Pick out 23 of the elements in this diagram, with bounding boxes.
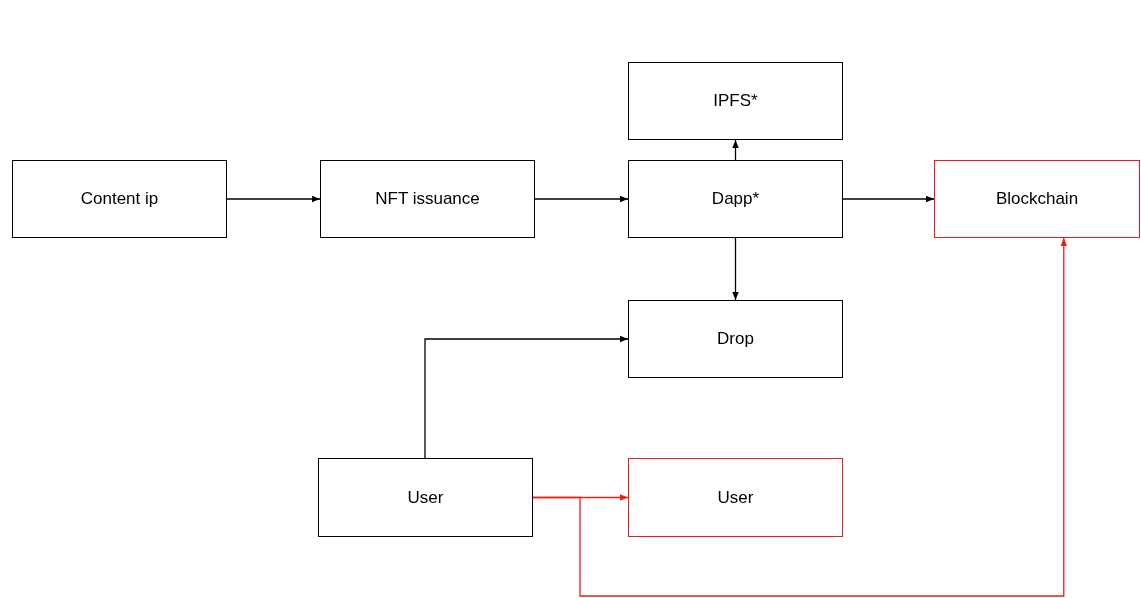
arrow — [534, 195, 629, 203]
box-label: User — [407, 487, 444, 508]
arrow — [842, 195, 935, 203]
process-box — [318, 458, 533, 537]
process-box — [934, 160, 1140, 238]
process-box — [628, 300, 843, 378]
box-label: Content ip — [80, 189, 159, 209]
box-label: NFT issuance — [375, 189, 480, 209]
process-box — [320, 160, 535, 238]
arrow — [424, 335, 629, 459]
process-box — [12, 160, 227, 238]
box-label: Dapp* — [711, 189, 760, 209]
box-label: Drop — [717, 329, 754, 349]
box-label: User — [717, 487, 754, 508]
box-label: Blockchain — [995, 189, 1079, 209]
process-box — [628, 160, 843, 238]
arrow — [532, 237, 1067, 597]
arrow — [226, 195, 321, 203]
arrow — [732, 237, 739, 301]
arrow — [732, 139, 739, 161]
process-box — [628, 458, 843, 537]
box-label: IPFS* — [713, 91, 758, 111]
process-box — [628, 62, 843, 140]
